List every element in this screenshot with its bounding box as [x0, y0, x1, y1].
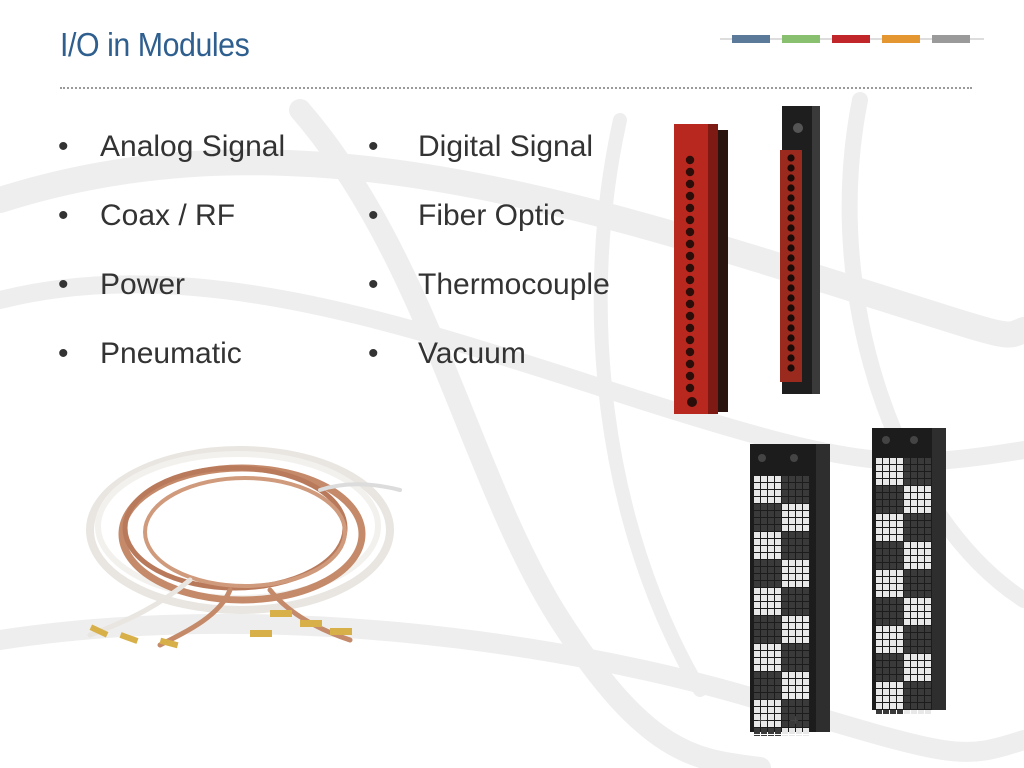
- checkered-module-photo-1: [750, 444, 830, 736]
- bullet-dot: •: [368, 268, 379, 301]
- coax-cable-bundle-photo: [86, 446, 402, 649]
- bullet-item: • Thermocouple: [368, 268, 610, 337]
- color-bar-segment: [882, 35, 920, 43]
- bullet-item: • Power: [58, 268, 285, 337]
- bullet-text: Coax / RF: [100, 199, 236, 232]
- slide-title: I/O in Modules: [60, 26, 250, 63]
- bullet-item: • Coax / RF: [58, 199, 285, 268]
- bullet-text: Fiber Optic: [418, 199, 565, 232]
- bullet-text: Thermocouple: [418, 268, 610, 301]
- bullet-dot: •: [58, 337, 69, 370]
- header-color-bar: [720, 35, 984, 43]
- bullet-item: • Fiber Optic: [368, 199, 610, 268]
- bullet-dot: •: [58, 199, 69, 232]
- bullet-text: Power: [100, 268, 186, 301]
- color-bar-segment: [732, 35, 770, 43]
- bullet-dot: •: [58, 268, 69, 301]
- bullet-dot: •: [368, 199, 379, 232]
- bullet-item: • Vacuum: [368, 337, 610, 406]
- checkered-module-photo-2: [872, 428, 946, 714]
- color-bar-segment: [782, 35, 820, 43]
- color-bar-segment: [932, 35, 970, 43]
- bullet-list-left: • Analog Signal • Coax / RF • Power • Pneuma…: [58, 130, 285, 406]
- bullet-dot: •: [58, 130, 69, 163]
- bullet-item: • Pneumatic: [58, 337, 285, 406]
- bullet-item: • Digital Signal: [368, 130, 610, 199]
- red-connector-module-photo: [674, 124, 728, 414]
- bullet-item: • Analog Signal: [58, 130, 285, 199]
- bullet-text: Pneumatic: [100, 337, 242, 370]
- bullet-text: Digital Signal: [418, 130, 594, 163]
- bullet-text: Vacuum: [418, 337, 526, 370]
- bullet-text: Analog Signal: [100, 130, 286, 163]
- black-connector-module-photo: [780, 106, 820, 394]
- bullet-dot: •: [368, 337, 379, 370]
- bullet-list-right: • Digital Signal • Fiber Optic • Thermocoup…: [368, 130, 610, 406]
- bullet-dot: •: [368, 130, 379, 163]
- color-bar-segment: [832, 35, 870, 43]
- title-divider: [60, 87, 972, 89]
